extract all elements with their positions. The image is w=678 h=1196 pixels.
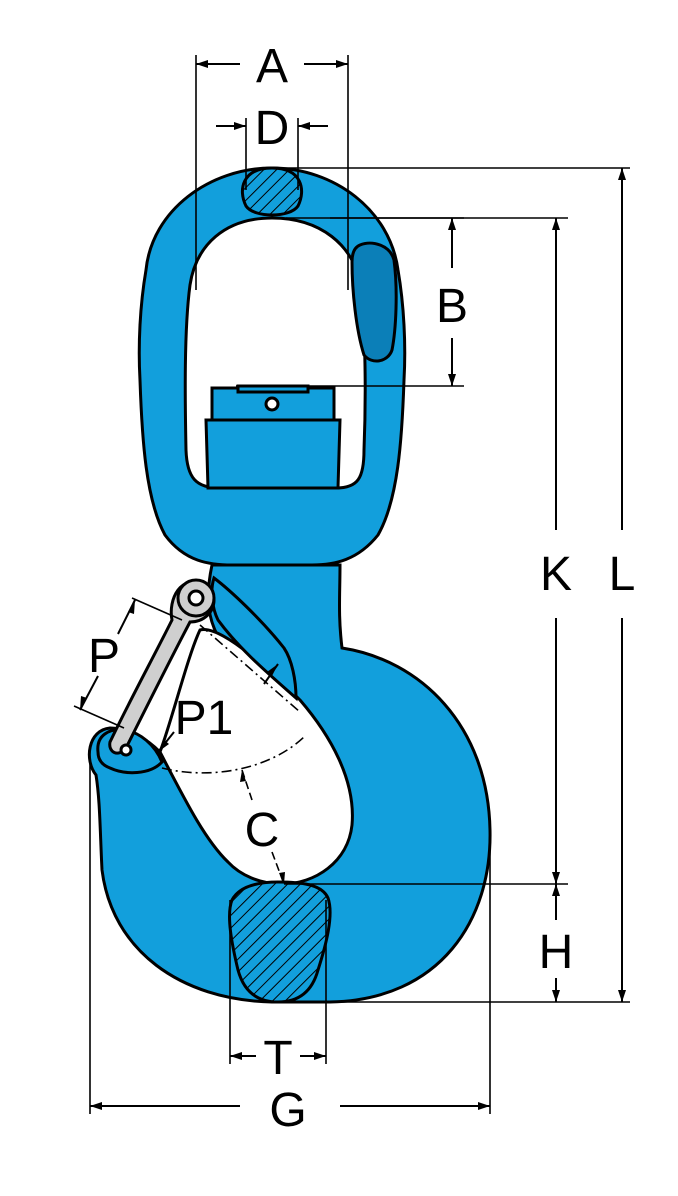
hook-bottom-section (228, 880, 332, 1004)
dimension-d: D (216, 102, 328, 190)
label-p1: P1 (175, 692, 234, 745)
latch-pivot-hole (187, 589, 205, 607)
dimension-k: K (330, 217, 572, 884)
swivel-nut (204, 384, 342, 490)
label-b: B (436, 280, 468, 333)
label-t: T (263, 1032, 292, 1085)
swivel-nut-body (204, 418, 342, 490)
dimension-l: L (272, 167, 636, 1003)
throat-arc (161, 735, 306, 774)
hook-throat (158, 628, 354, 886)
label-d: D (255, 102, 290, 155)
label-l: L (609, 548, 636, 601)
swivel-eye-recess (350, 241, 398, 363)
label-k: K (540, 548, 572, 601)
dimension-h: H (284, 883, 574, 1002)
dimension-a: A (195, 40, 349, 290)
hook-body (87, 563, 492, 1004)
safety-latch (108, 578, 216, 757)
eye-crossbar-section (241, 166, 303, 217)
swivel-nut-rim (236, 384, 310, 394)
label-p: P (88, 630, 120, 683)
label-h: H (539, 926, 574, 979)
dimension-c: C (240, 769, 285, 885)
dimension-t: T (229, 900, 327, 1085)
dimension-p: P (73, 597, 183, 729)
dimension-p1: P1 (157, 663, 279, 753)
label-g: G (269, 1084, 306, 1137)
latch-tip-hole (119, 743, 133, 757)
label-a: A (256, 40, 288, 93)
throat-centerline (199, 624, 301, 713)
dimension-g: G (89, 760, 491, 1137)
swivel-eye (137, 166, 407, 567)
label-c: C (245, 804, 280, 857)
swivel-nut-pin-hole (264, 396, 280, 412)
